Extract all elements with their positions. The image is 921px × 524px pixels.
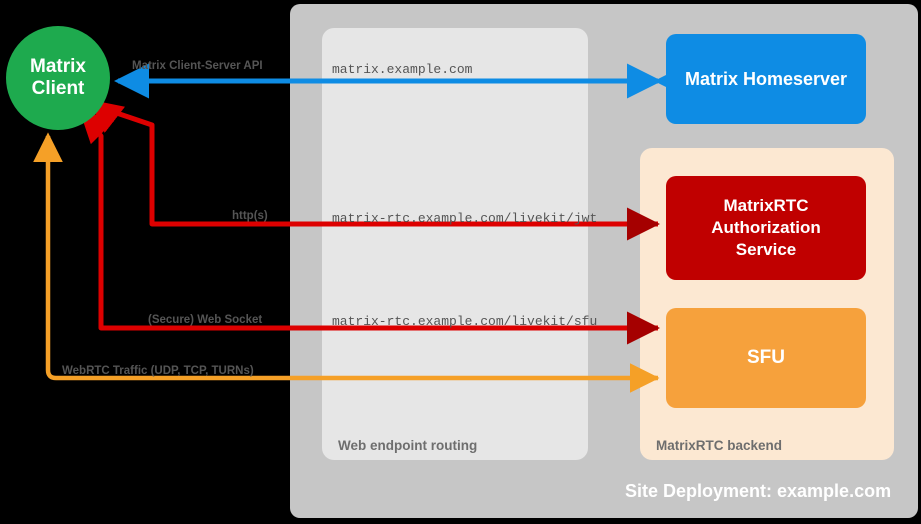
edge-label-http-s: http(s) bbox=[232, 210, 268, 222]
caption-site-deployment: Site Deployment: example.com bbox=[625, 481, 892, 501]
auth-service-label-line2: Authorization bbox=[711, 217, 821, 237]
caption-web-endpoint-routing: Web endpoint routing bbox=[338, 438, 478, 453]
matrix-client-label-line1: Matrix bbox=[30, 56, 86, 78]
edge-webrtc-media bbox=[33, 132, 660, 393]
caption-matrixrtc-backend: MatrixRTC backend bbox=[656, 438, 783, 453]
sfu-label: SFU bbox=[747, 347, 785, 368]
matrix-client-label-line2: Client bbox=[31, 78, 85, 99]
node-matrix-homeserver[interactable]: Matrix Homeserver bbox=[666, 34, 866, 124]
node-matrixrtc-authorization-service[interactable]: MatrixRTC Authorization Service bbox=[666, 176, 866, 280]
node-matrix-client[interactable]: Matrix Client bbox=[6, 26, 110, 130]
matrix-homeserver-label: Matrix Homeserver bbox=[684, 68, 848, 89]
container-web-endpoint-routing bbox=[322, 28, 588, 460]
endpoint-livekit-sfu: matrix-rtc.example.com/livekit/sfu bbox=[332, 314, 598, 329]
endpoint-matrix-example-com: matrix.example.com bbox=[332, 62, 473, 77]
edge-livekit-jwt bbox=[88, 99, 660, 241]
auth-service-label-line1: MatrixRTC bbox=[723, 195, 809, 215]
edge-label-webrtc-traffic: WebRTC Traffic (UDP, TCP, TURNs) bbox=[62, 365, 254, 377]
node-sfu[interactable]: SFU bbox=[666, 308, 866, 408]
edge-label-client-server-api: Matrix Client-Server API bbox=[132, 60, 263, 72]
endpoint-livekit-jwt: matrix-rtc.example.com/livekit/jwt bbox=[332, 211, 598, 226]
auth-service-label-line3: Service bbox=[735, 240, 797, 260]
edge-label-secure-web-socket: (Secure) Web Socket bbox=[148, 314, 263, 326]
